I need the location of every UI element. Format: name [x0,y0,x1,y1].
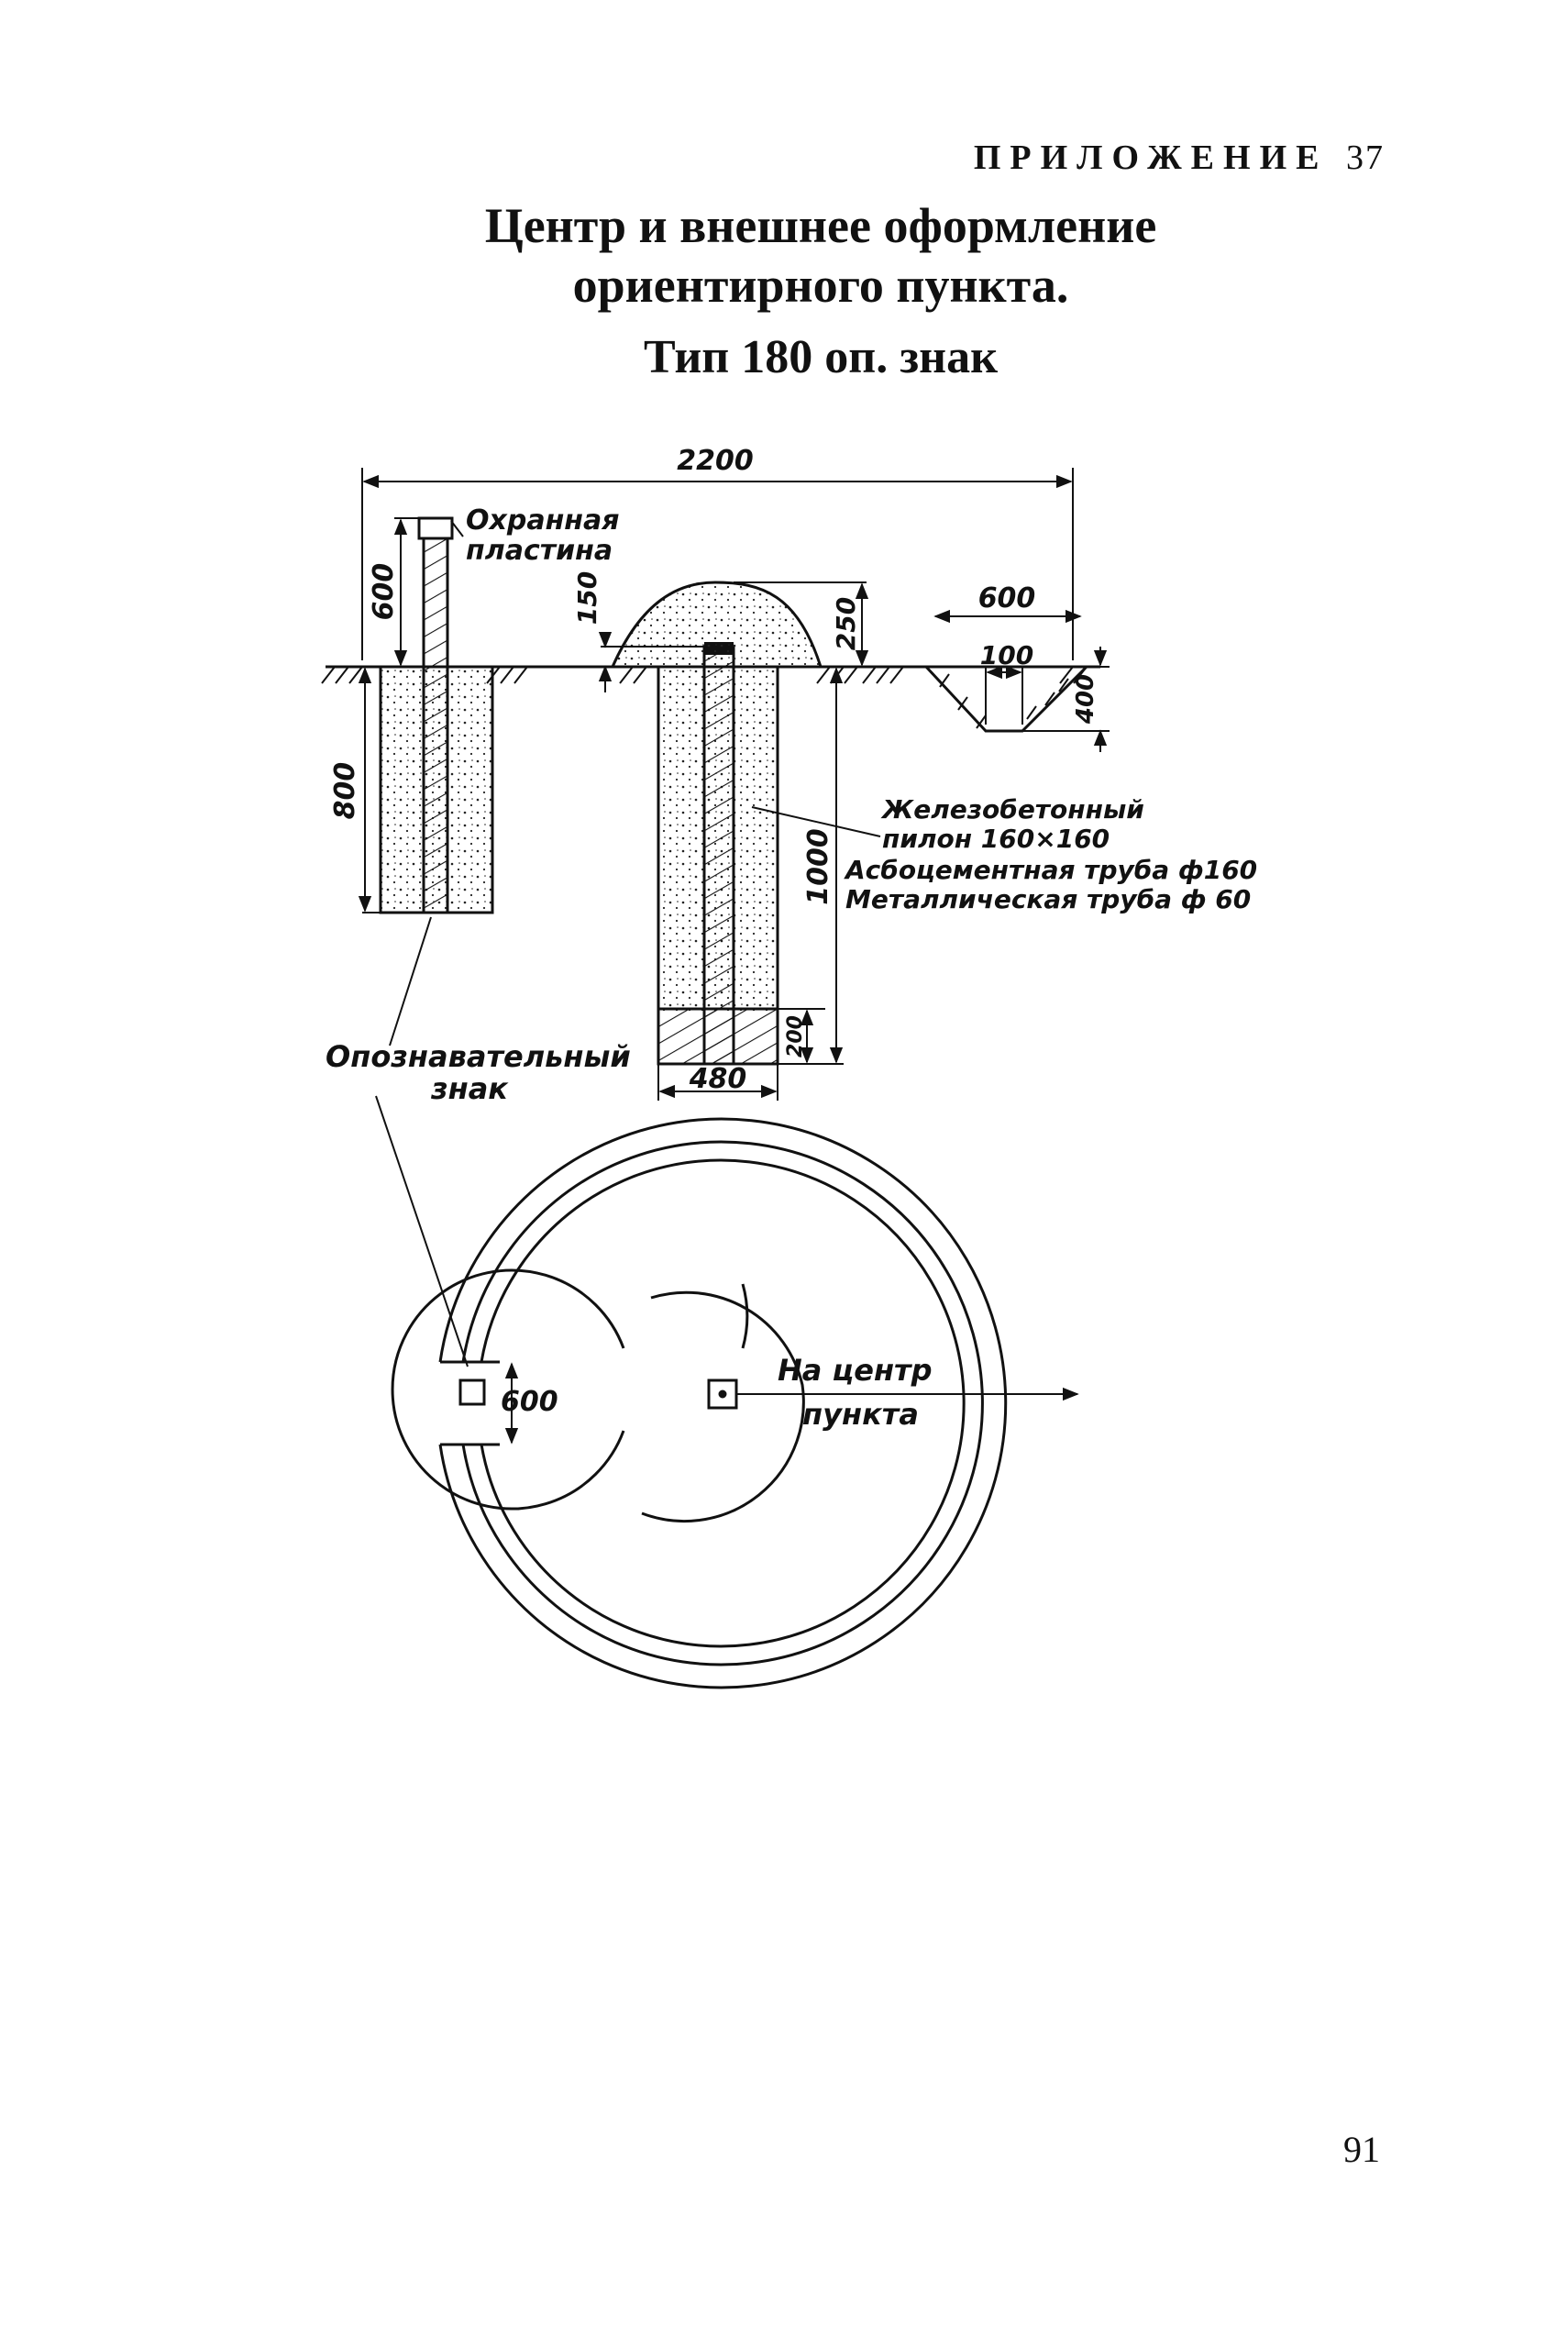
label-center-line2: пункта [802,1397,919,1432]
dim-pole-depth: 800 [329,762,361,820]
protective-plate [417,516,454,540]
outer-ring-3 [480,1158,966,1648]
ground-hatch [321,666,1088,684]
label-marker-line1: Опознавательный [326,1039,631,1074]
dim-mound-height: 250 [831,597,861,650]
page-title-line2: ориентирного пункта. [572,258,1069,313]
dim-mound-offset: 150 [572,571,602,625]
label-plate-line1: Охранная [466,504,620,537]
label-metal-pipe: Металлическая труба ф 60 [845,884,1251,914]
label-plate-line2: пластина [466,535,613,567]
label-pylon-line1: Железобетонный [880,794,1144,825]
dim-pit-depth: 1000 [802,828,834,905]
inner-ring [391,1268,625,1511]
dim-gap-width: 600 [501,1386,558,1418]
identification-marker [458,1378,486,1406]
label-asbestos-pipe: Асбоцементная труба ф160 [844,855,1257,885]
dim-base-height: 200 [784,1015,807,1057]
label-center-line1: На центр [778,1353,933,1388]
dim-ditch-depth: 400 [1072,674,1099,725]
ditch-profile [924,665,1088,733]
label-pylon-line2: пилон 160×160 [882,824,1110,854]
dim-pit-width: 480 [689,1063,747,1095]
outer-ring-1 [438,1117,1008,1689]
page-subtitle: Тип 180 оп. знак [643,331,999,383]
dim-ditch-width: 600 [978,582,1036,614]
page-title-line1: Центр и внешнее оформление [484,198,1157,253]
dim-ditch-bottom: 100 [980,640,1033,670]
label-marker-line2: знак [430,1071,509,1106]
appendix-heading: ПРИЛОЖЕНИЕ 37 [973,138,1385,177]
page-number: 91 [1343,2129,1380,2170]
marker-post [422,516,449,914]
dim-total-width: 2200 [677,445,754,477]
dim-pole-height: 600 [368,563,400,621]
inner-ring-right [641,1290,805,1523]
outer-ring-2 [461,1140,984,1666]
mound [610,581,823,669]
pylon [702,645,735,1066]
